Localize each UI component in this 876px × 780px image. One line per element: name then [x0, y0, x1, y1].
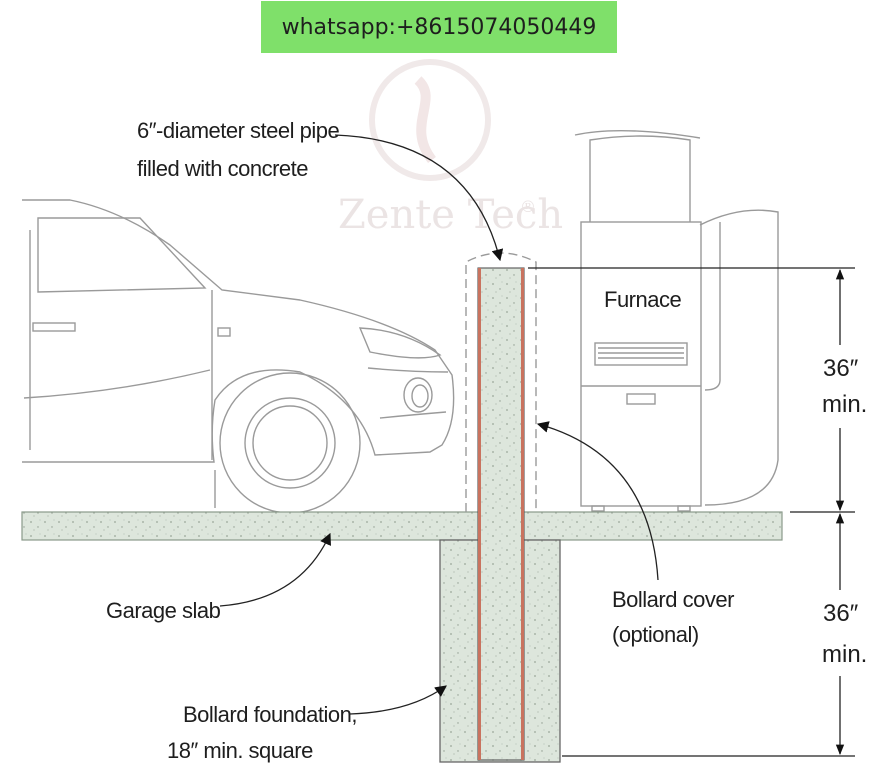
leader-arrows [219, 134, 659, 715]
watermark-text: Zente Tech [338, 192, 563, 238]
furnace-label: Furnace [604, 287, 681, 312]
furnace-flue [574, 129, 701, 222]
watermark-logo-icon [369, 59, 491, 181]
foundation-label-line1: Bollard foundation, [183, 702, 357, 727]
bollard-cover-label-line1: Bollard cover [612, 587, 734, 612]
dimension-lines [528, 267, 855, 757]
foundation-label-line2: 18″ min. square [167, 738, 313, 763]
upper-dimension-unit: min. [822, 391, 867, 418]
bollard-cover-label-line2: (optional) [612, 622, 699, 647]
pipe-label-line2: filled with concrete [137, 156, 308, 181]
furnace [580, 221, 702, 512]
garage-slab [21, 511, 783, 541]
pipe-label-line1: 6″-diameter steel pipe [137, 118, 339, 143]
furnace-handle [626, 393, 656, 405]
furnace-duct [699, 209, 779, 506]
steel-pipe [477, 267, 525, 761]
car [22, 199, 455, 514]
lower-dimension-unit: min. [822, 641, 867, 668]
contact-banner: whatsapp:+8615074050449 [261, 1, 617, 53]
watermark-registered-mark: ® [520, 197, 536, 216]
garage-slab-label: Garage slab [106, 598, 221, 623]
watermark: Zente Tech ® [338, 59, 563, 238]
lower-dimension-value: 36″ [823, 600, 859, 627]
upper-dimension-value: 36″ [823, 355, 859, 382]
